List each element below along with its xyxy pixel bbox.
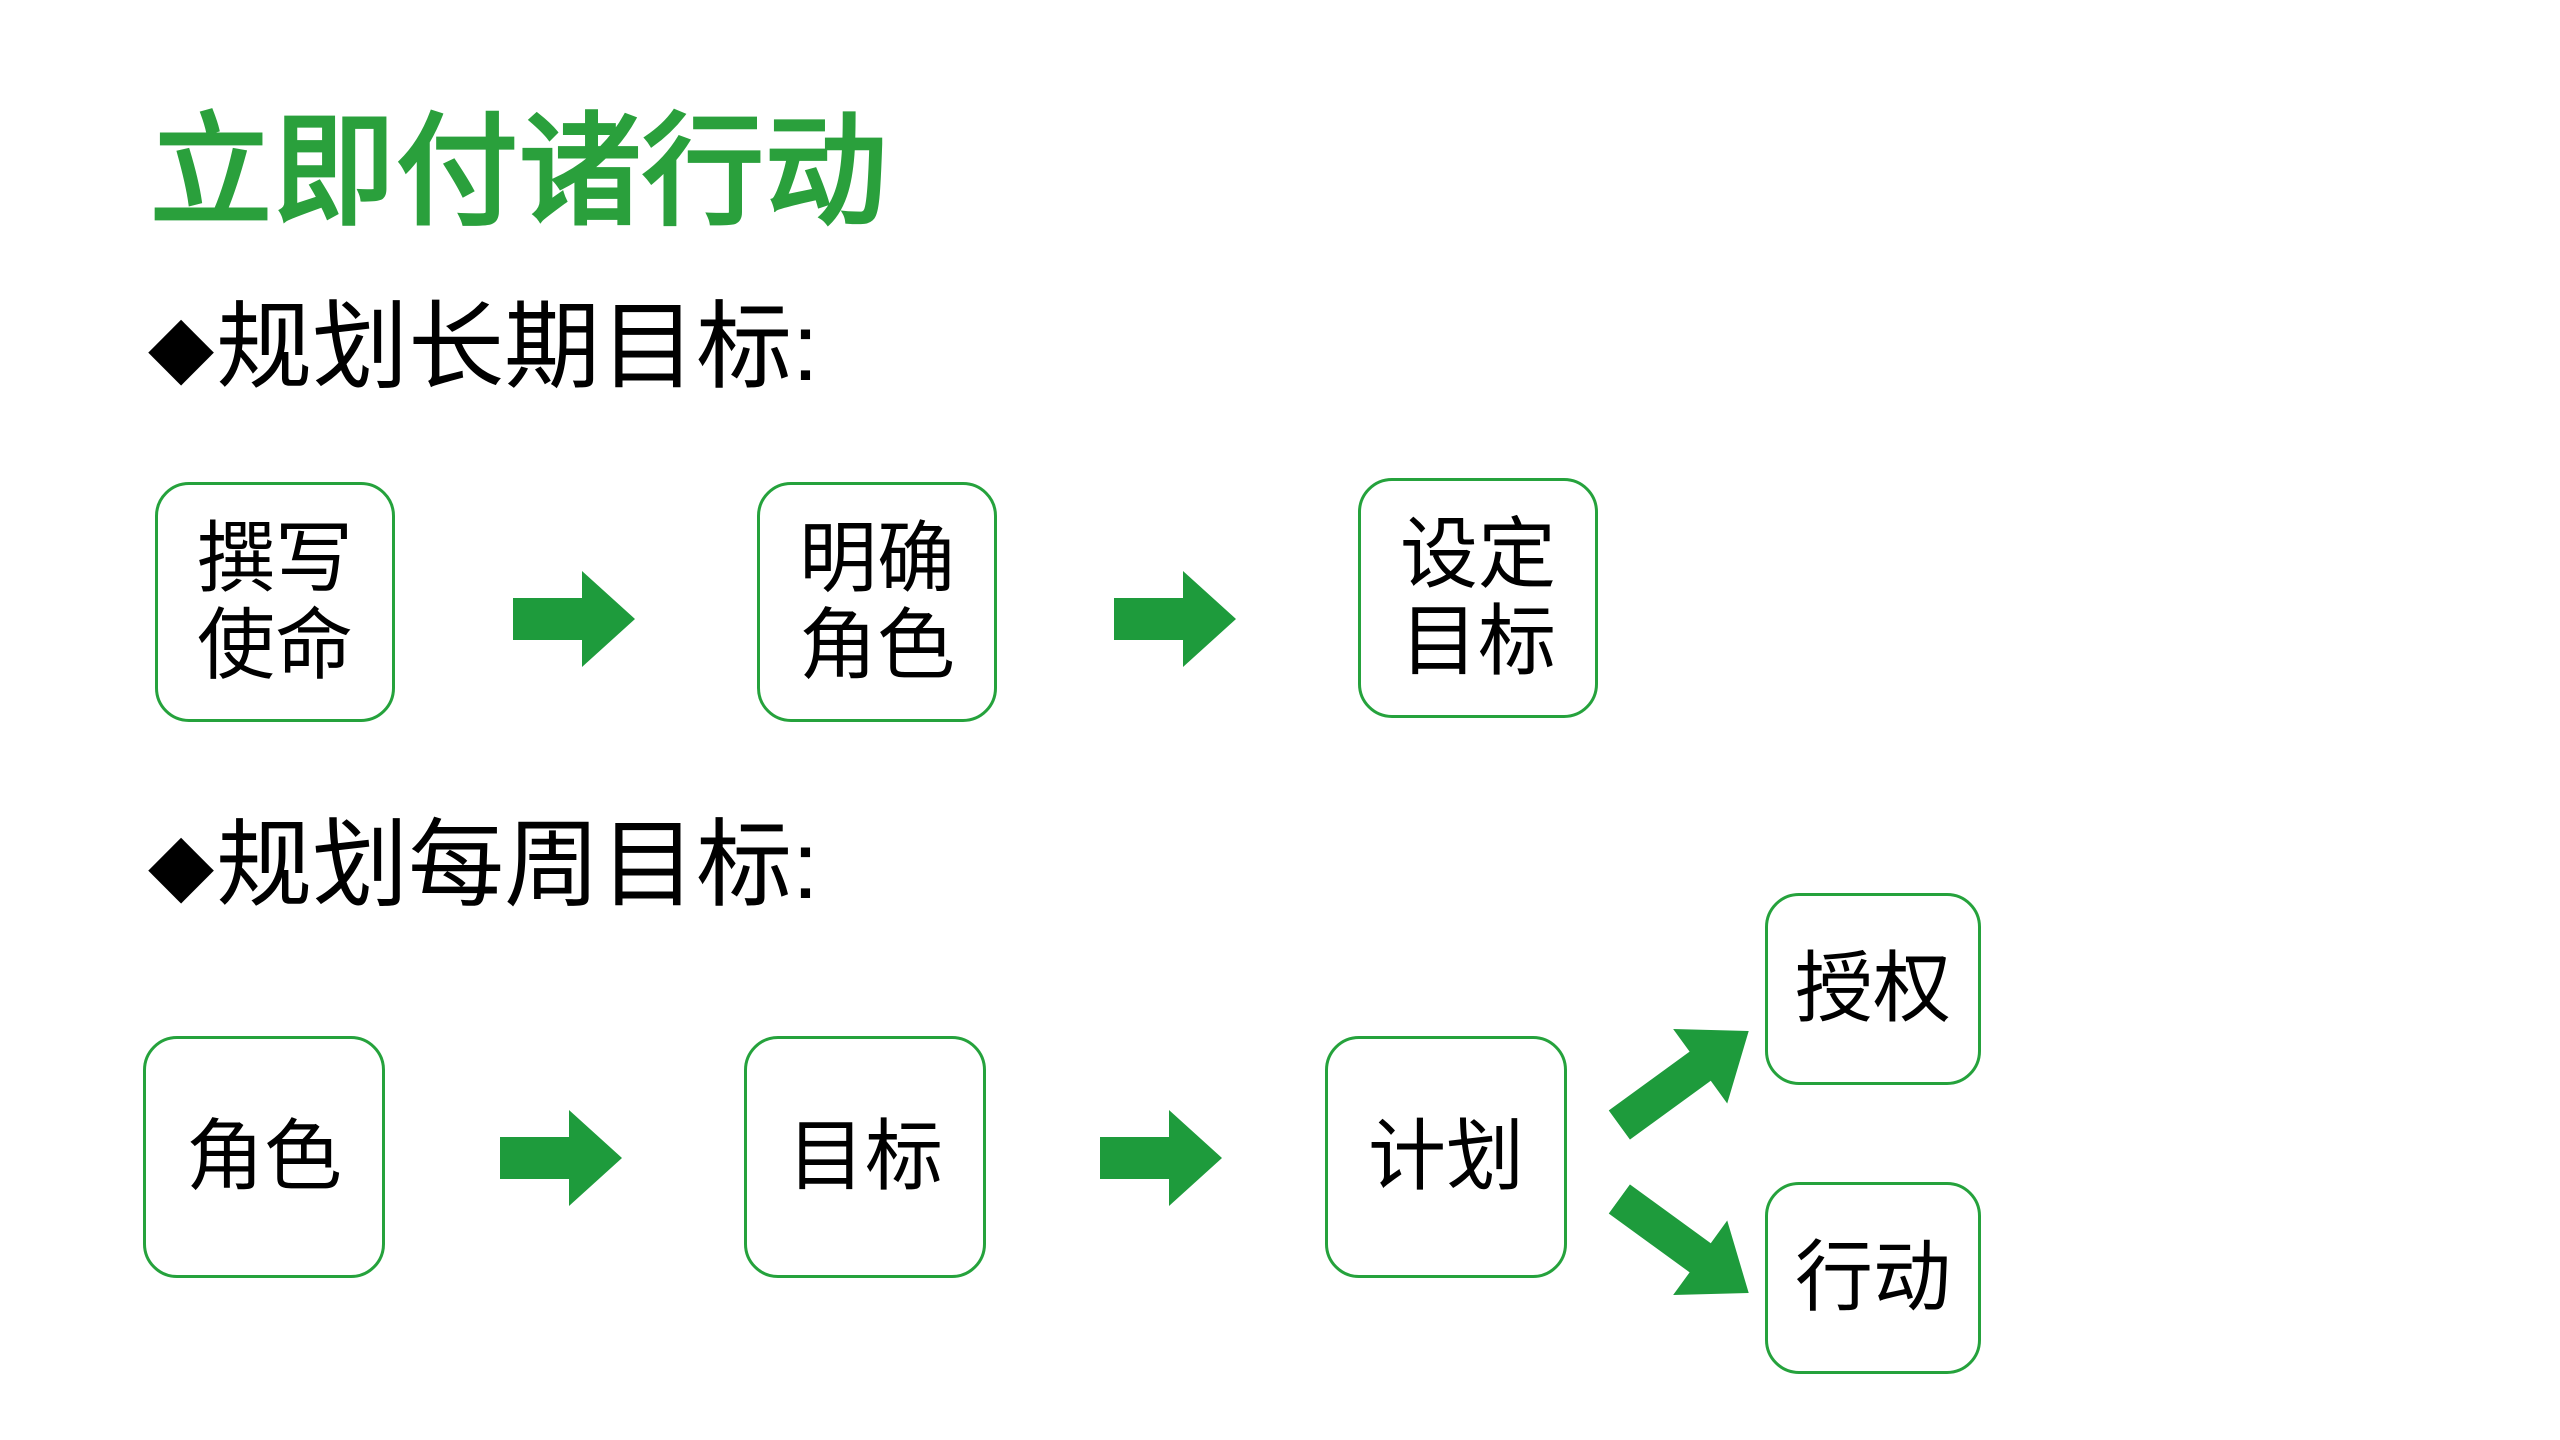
right-arrow-icon (500, 1110, 622, 1206)
up-right-arrow-icon (1591, 992, 1777, 1164)
page-title: 立即付诸行动 (150, 104, 888, 240)
right-arrow-icon (513, 571, 635, 667)
right-arrow-icon (1100, 1110, 1222, 1206)
flow-box-act[interactable]: 行动 (1765, 1182, 1981, 1374)
flow-box-delegate[interactable]: 授权 (1765, 893, 1981, 1085)
section-heading-weekly: ◆ 规划每周目标: (148, 818, 819, 914)
flow-box-role[interactable]: 角色 (143, 1036, 385, 1278)
diamond-bullet-icon: ◆ (148, 816, 215, 912)
flow-box-goal[interactable]: 目标 (744, 1036, 986, 1278)
flow-box-set-goals[interactable]: 设定 目标 (1358, 478, 1598, 718)
section-heading-long-term-label: 规划长期目标: (216, 294, 819, 401)
flow-box-plan[interactable]: 计划 (1325, 1036, 1567, 1278)
diamond-bullet-icon: ◆ (148, 298, 215, 394)
right-arrow-icon (1114, 571, 1236, 667)
flow-box-write-mission[interactable]: 撰写 使命 (155, 482, 395, 722)
section-heading-long-term: ◆ 规划长期目标: (148, 300, 819, 396)
section-heading-weekly-label: 规划每周目标: (216, 812, 819, 919)
down-right-arrow-icon (1591, 1160, 1777, 1332)
flow-box-clarify-role[interactable]: 明确 角色 (757, 482, 997, 722)
